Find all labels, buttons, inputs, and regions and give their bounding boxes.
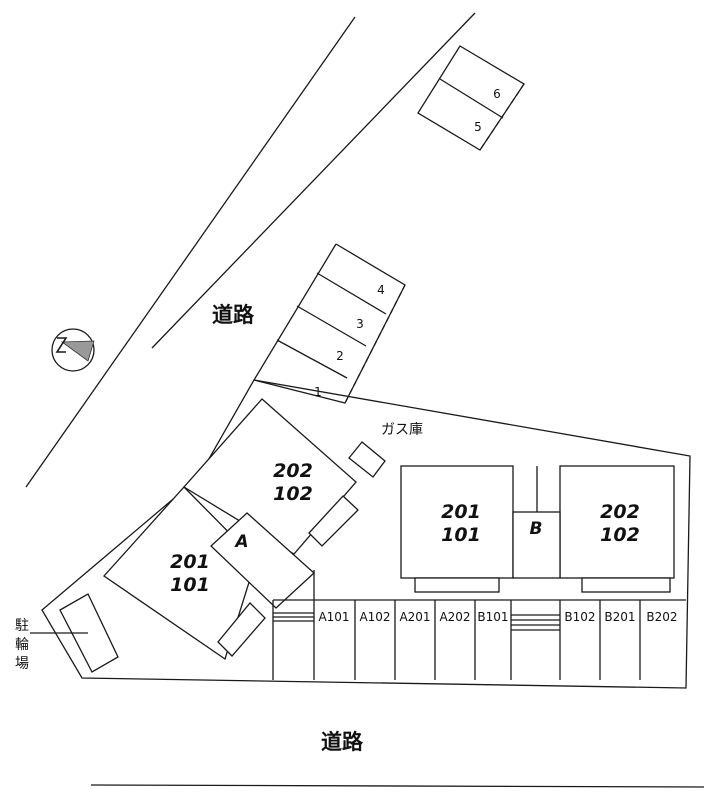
building-a-core [210, 512, 315, 609]
mailbox-label: A201 [399, 610, 430, 624]
parking-number: 4 [377, 283, 385, 297]
parking-number: 6 [493, 87, 501, 101]
building-b-name: B [530, 519, 543, 539]
building-a-upper [182, 398, 359, 555]
road-label-lower: 道路 [321, 730, 364, 754]
bicycle-parking-label: 場 [15, 656, 29, 672]
building-a-unit: 101 [170, 574, 210, 596]
bicycle-parking-label: 輪 [15, 636, 29, 653]
bicycle-parking [30, 593, 119, 673]
building-a-name: A [233, 532, 248, 552]
parking-block-lower [253, 243, 406, 404]
mailbox-label: B102 [564, 610, 595, 624]
road-label-upper: 道路 [212, 303, 255, 327]
north-arrow-icon [51, 328, 95, 372]
building-b [400, 465, 675, 593]
mailbox-label: B202 [646, 610, 677, 624]
parking-number: 1 [314, 385, 322, 399]
building-b-unit: 202 [600, 501, 640, 523]
building-a-unit: 201 [170, 551, 210, 573]
mailbox-label: A101 [318, 610, 349, 624]
gas-storage [348, 441, 386, 478]
building-a-unit: 202 [273, 460, 313, 482]
mailbox-label: B201 [604, 610, 635, 624]
building-a-unit: 102 [273, 483, 313, 505]
gas-storage-label: ガス庫 [381, 421, 423, 438]
bicycle-parking-label: 駐 [15, 618, 29, 634]
road-edge-lower [90, 784, 705, 788]
road-edge-east [151, 12, 476, 349]
parking-number: 2 [336, 349, 344, 363]
parking-number: 3 [356, 317, 364, 331]
parking-block-upper [417, 45, 525, 151]
mailbox-label: B101 [477, 610, 508, 624]
building-b-unit: 101 [441, 524, 481, 546]
parking-number: 5 [474, 120, 482, 134]
building-b-unit: 102 [600, 524, 640, 546]
mailbox-strip [272, 570, 686, 680]
mailbox-label: A102 [359, 610, 390, 624]
mailbox-label: A202 [439, 610, 470, 624]
building-b-unit: 201 [441, 501, 481, 523]
road-edge-west [25, 16, 356, 488]
